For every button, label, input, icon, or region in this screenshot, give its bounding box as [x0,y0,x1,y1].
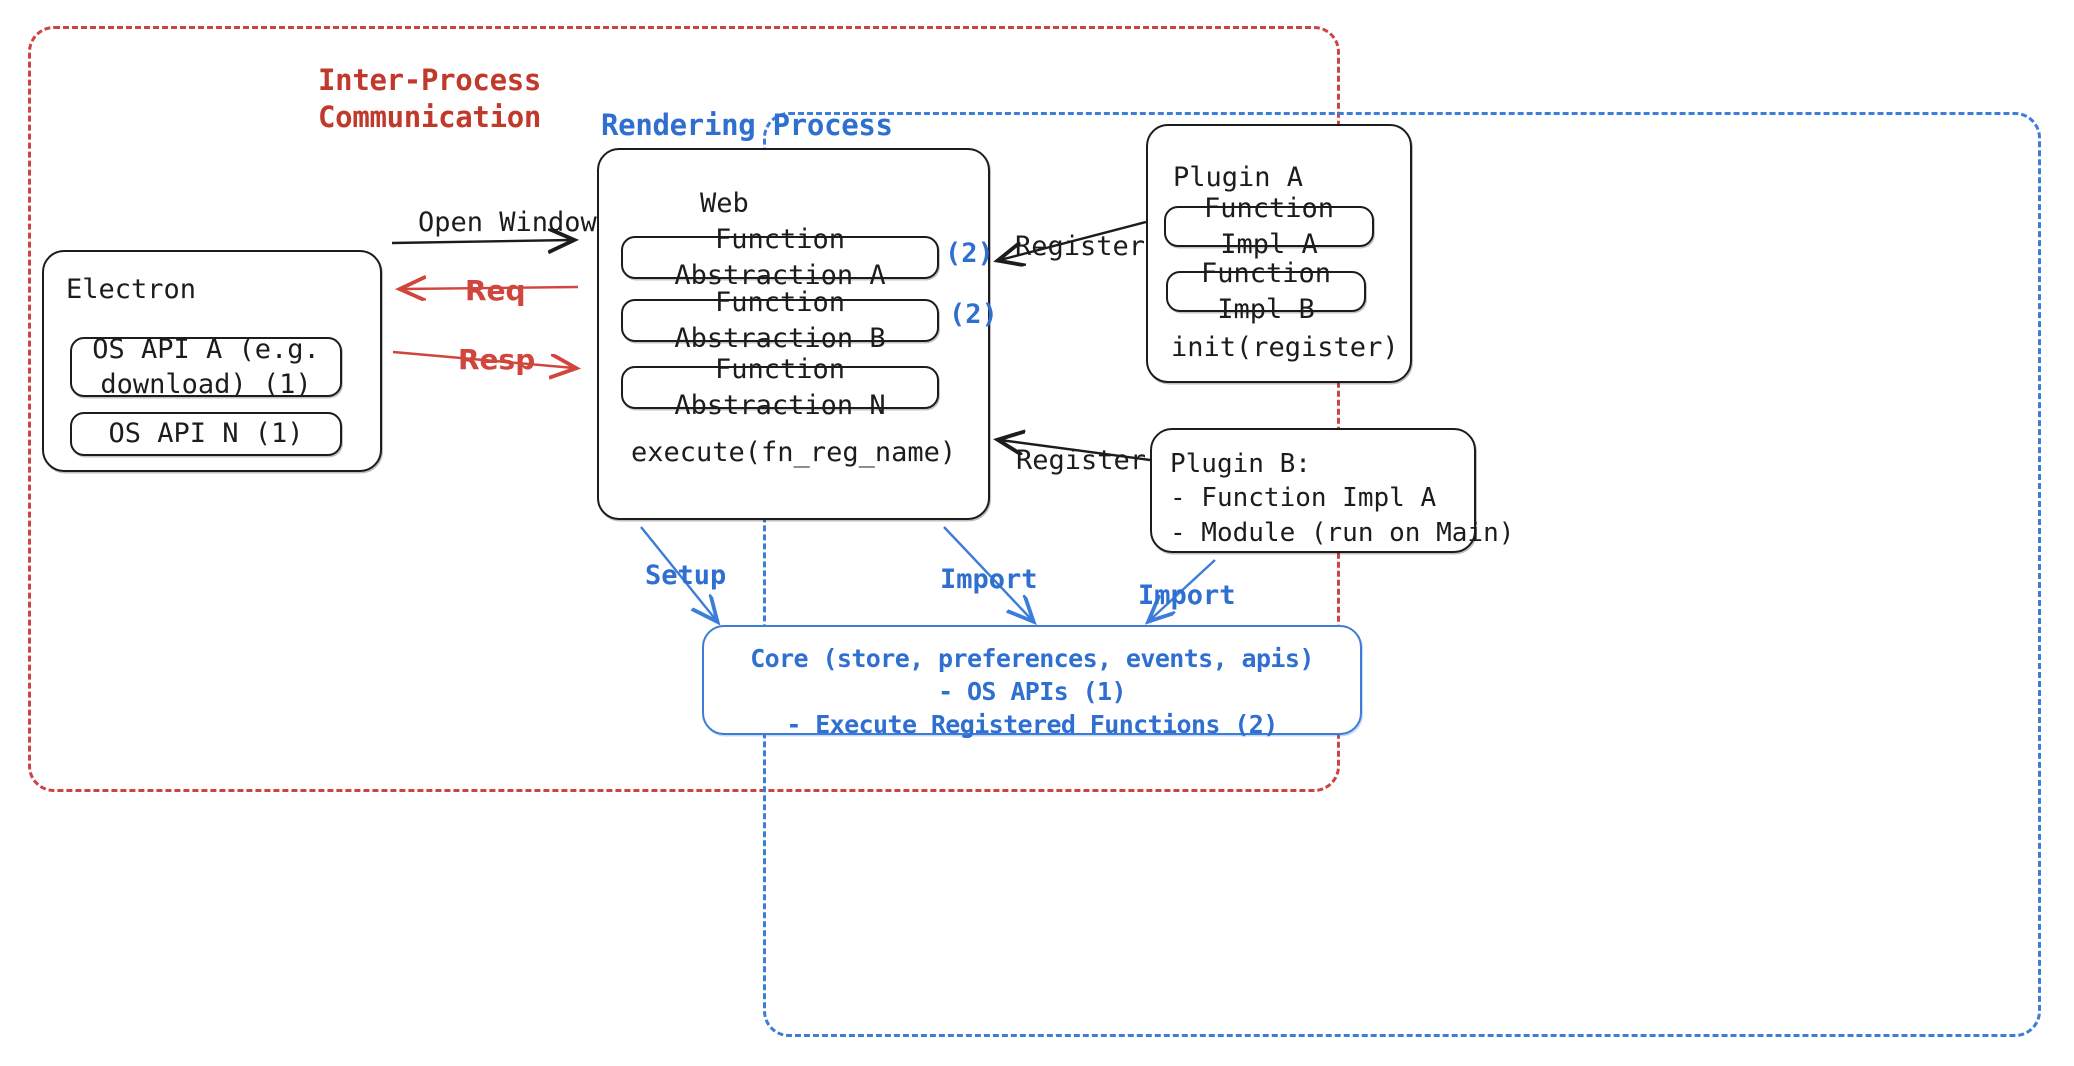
plugin-a-title: Plugin A [1173,162,1304,193]
function-impl-b-box: Function Impl B [1166,258,1366,325]
electron-title: Electron [66,274,197,305]
edge-label-import-plugin-b: Import [1138,580,1236,611]
plugin-a-box [1146,124,1412,383]
rendering-process-group [763,112,2041,1037]
function-impl-a-label: Function Impl A [1203,193,1335,260]
edge-label-setup: Setup [645,560,727,591]
os-api-n-box: OS API N (1) [70,412,342,456]
function-abstraction-n-label: Function Abstraction N [674,354,886,421]
edge-label-resp: Resp [458,343,536,376]
os-api-n-label: OS API N (1) [108,418,304,450]
os-api-a-box: OS API A (e.g. download) (1) [70,334,342,400]
function-abstraction-b-box: Function Abstraction B [621,287,939,354]
core-box [702,625,1362,735]
plugin-b-text: Plugin B: - Function Impl A - Module (ru… [1170,449,1515,548]
execute-fn-label: execute(fn_reg_name) [631,437,957,468]
init-register-label: init(register) [1171,332,1399,363]
function-abstraction-n-box: Function Abstraction N [621,354,939,421]
function-abstraction-a-label: Function Abstraction A [674,224,886,291]
os-api-a-label: OS API A (e.g. download) (1) [92,333,320,400]
edge-label-register-plugin-b: Register [1016,445,1147,476]
core-text: Core (store, preferences, events, apis) … [750,644,1314,739]
rendering-process-title: Rendering Process [601,108,893,142]
edge-label-req: Req [465,274,526,307]
inter-process-communication-title: Inter-Process Communication [318,63,542,135]
edge-label-open-window: Open Window [418,207,597,238]
web-title: Web [700,188,749,219]
edge-label-import-web: Import [940,564,1038,595]
function-impl-a-box: Function Impl A [1164,193,1374,260]
inter-process-communication-group [28,26,1340,792]
plugin-b-box [1150,428,1476,553]
function-abstraction-b-marker: (2) [949,299,998,330]
function-impl-b-label: Function Impl B [1200,258,1332,325]
function-abstraction-a-marker: (2) [945,238,994,269]
function-abstraction-b-label: Function Abstraction B [674,287,886,354]
edge-label-register-plugin-a: Register [1015,231,1146,262]
function-abstraction-a-box: Function Abstraction A [621,224,939,291]
